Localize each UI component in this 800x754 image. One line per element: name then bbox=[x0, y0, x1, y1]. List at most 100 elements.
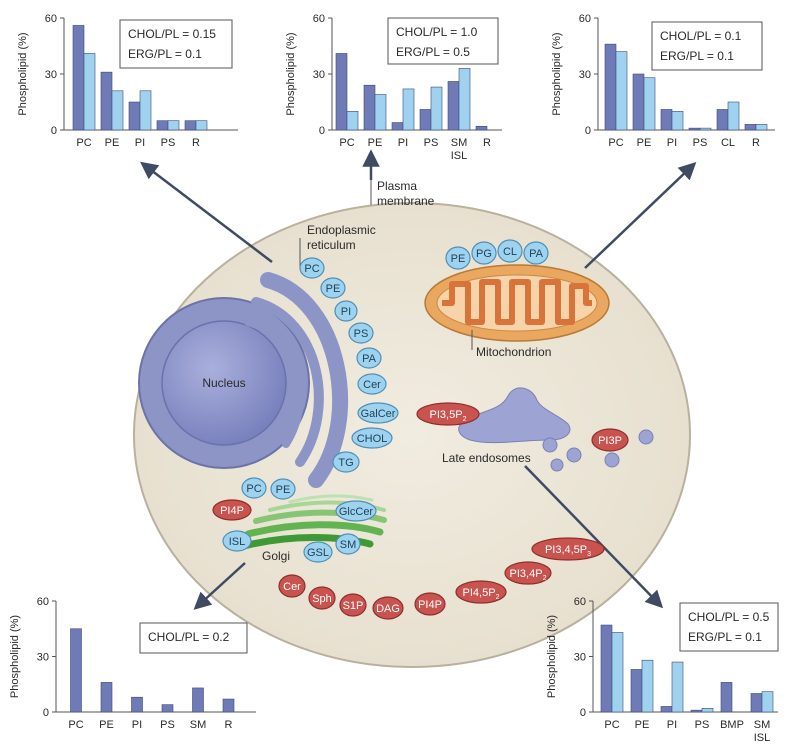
x-tick-label: R bbox=[483, 137, 491, 149]
arrow-to-golgi-chart bbox=[193, 562, 246, 610]
lipid-badge-er-chol: CHOL bbox=[351, 427, 393, 449]
bar-mitochondria-ps-s0 bbox=[688, 127, 701, 131]
bar-golgi-ps-s0 bbox=[161, 704, 174, 713]
lipid-badge-er-cer-label: Cer bbox=[363, 379, 381, 391]
lipid-badge-pm-6: PI3,4P2 bbox=[504, 561, 552, 585]
y-axis-title: Phospholipid (%) bbox=[551, 32, 563, 115]
lipid-badge-golgi-pi4p-label: PI4P bbox=[220, 505, 244, 517]
bar-mitochondria-pi-s1 bbox=[671, 111, 684, 131]
lipid-badge-pm-4: PI4P bbox=[414, 592, 446, 616]
er-label-line1: Endoplasmic bbox=[307, 223, 376, 237]
er-label-line2: reticulum bbox=[307, 238, 356, 252]
y-tick-label: 0 bbox=[43, 707, 49, 719]
mitochondrion-label: Mitochondrion bbox=[476, 345, 551, 359]
ratio-annotation-text: ERG/PL = 0.1 bbox=[688, 630, 762, 644]
lipid-badge-pm-1-label: Sph bbox=[312, 593, 332, 605]
lipid-badge-golgi-glccer-shape bbox=[335, 500, 377, 522]
lipid-badge-er-tg-shape bbox=[332, 451, 360, 473]
arrow-to-endosome-chart bbox=[524, 465, 664, 609]
bar-mitochondria-pe-s1 bbox=[643, 77, 656, 131]
arrow-to-er-chart bbox=[140, 161, 273, 263]
y-tick-label: 60 bbox=[313, 13, 325, 25]
bar-plasma_membrane-pi-s1 bbox=[402, 88, 415, 131]
plasma-membrane-label-line1: Plasma bbox=[377, 179, 417, 193]
y-axis-title: Phospholipid (%) bbox=[17, 32, 29, 115]
lipid-badge-golgi-pe: PE bbox=[270, 478, 296, 500]
bar-mitochondria-pi-s0 bbox=[660, 109, 673, 131]
x-tick-label: SM bbox=[190, 719, 207, 731]
lipid-badge-golgi-glccer-label: GlcCer bbox=[339, 506, 374, 518]
bar-mitochondria-pc-s1 bbox=[615, 51, 628, 131]
lipid-badge-mito-pg-shape bbox=[471, 241, 497, 265]
bar-late_endosomes-sm-isl-s0 bbox=[750, 693, 763, 713]
lipid-badge-er-cer-shape bbox=[357, 373, 387, 395]
lipid-badge-golgi-sm-label: SM bbox=[340, 539, 357, 551]
lipid-badge-er-pi-shape bbox=[334, 300, 358, 322]
bar-plasma_membrane-pe-s0 bbox=[363, 84, 376, 131]
bar-nucleus_er-ps-s0 bbox=[156, 120, 169, 131]
lipid-badge-er-tg: TG bbox=[332, 451, 360, 473]
lipid-badge-mito-pa-label: PA bbox=[529, 248, 544, 260]
late-endosomes-label: Late endosomes bbox=[442, 451, 531, 465]
arrows bbox=[140, 149, 697, 610]
ratio-annotation-box bbox=[139, 622, 248, 654]
lipid-badge-er-chol-label: CHOL bbox=[357, 433, 388, 445]
lipid-badge-golgi-isl: ISL bbox=[222, 530, 252, 552]
bar-nucleus_er-ps-s1 bbox=[167, 120, 180, 131]
bar-mitochondria-pc-s0 bbox=[604, 43, 617, 131]
arrow-to-mito-chart bbox=[584, 161, 697, 269]
lipid-badge-er-pe-label: PE bbox=[326, 283, 341, 295]
lipid-badge-er-chol-shape bbox=[351, 427, 393, 449]
lipid-badge-pm-4-shape bbox=[414, 592, 446, 616]
lipid-badge-pm-2-label: S1P bbox=[343, 600, 364, 612]
x-tick-label: PS bbox=[160, 719, 175, 731]
x-tick-label: PE bbox=[105, 137, 120, 149]
lipid-badge-er-ps: PS bbox=[348, 322, 374, 344]
mitochondrion bbox=[424, 264, 610, 342]
x-tick-label: PC bbox=[604, 719, 619, 731]
lipid-badge-golgi-pe-shape bbox=[270, 478, 296, 500]
endosome-vesicle bbox=[550, 458, 564, 472]
lipid-badge-golgi-pi4p: PI4P bbox=[212, 499, 252, 521]
bar-plasma_membrane-ps-s1 bbox=[430, 86, 443, 131]
bar-plasma_membrane-ps-s0 bbox=[419, 109, 432, 131]
lipid-badge-pm-1: Sph bbox=[308, 586, 336, 610]
lipid-badge-er-pa-label: PA bbox=[362, 353, 377, 365]
x-tick-label: PC bbox=[339, 137, 354, 149]
ratio-annotation-box bbox=[119, 19, 233, 69]
lipid-badge-er-galcer-label: GalCer bbox=[361, 408, 396, 420]
bar-late_endosomes-ps-s1 bbox=[701, 707, 714, 713]
lipid-badge-endo-pi3p: PI3P bbox=[591, 428, 629, 452]
ratio-annotation-text: CHOL/PL = 0.2 bbox=[148, 630, 230, 644]
lipid-badge-golgi-pc: PC bbox=[241, 477, 267, 499]
lipid-badge-mito-pg-label: PG bbox=[476, 248, 492, 260]
bar-mitochondria-ps-s1 bbox=[699, 127, 712, 131]
ratio-annotation-text: CHOL/PL = 0.5 bbox=[688, 610, 770, 624]
bar-plasma_membrane-pc-s1 bbox=[346, 111, 359, 131]
y-tick-label: 0 bbox=[51, 125, 57, 137]
y-tick-label: 60 bbox=[574, 596, 586, 608]
bar-late_endosomes-pc-s0 bbox=[600, 624, 613, 713]
lipid-badge-golgi-pi4p-shape bbox=[212, 499, 252, 521]
bar-nucleus_er-r-s1 bbox=[195, 120, 208, 131]
lipid-badge-pm-7-shape bbox=[531, 537, 605, 561]
bar-nucleus_er-pc-s0 bbox=[72, 25, 85, 131]
x-tick-label: PI bbox=[132, 719, 142, 731]
lipid-badge-er-pe-shape bbox=[320, 277, 346, 299]
x-tick-label: SM bbox=[754, 719, 771, 731]
lipid-badge-er-tg-label: TG bbox=[338, 457, 353, 469]
lipid-badge-golgi-gsl-label: GSL bbox=[307, 547, 329, 559]
x-tick-label: PI bbox=[667, 137, 677, 149]
lipid-badge-er-galcer-shape bbox=[357, 402, 399, 424]
ratio-annotation-text: CHOL/PL = 0.15 bbox=[128, 27, 216, 41]
y-tick-label: 0 bbox=[585, 125, 591, 137]
lipid-badge-mito-pe: PE bbox=[445, 246, 471, 270]
lipid-badge-golgi-pc-shape bbox=[241, 477, 267, 499]
bar-late_endosomes-pi-s0 bbox=[660, 706, 673, 713]
lipid-badge-golgi-gsl: GSL bbox=[303, 541, 333, 563]
